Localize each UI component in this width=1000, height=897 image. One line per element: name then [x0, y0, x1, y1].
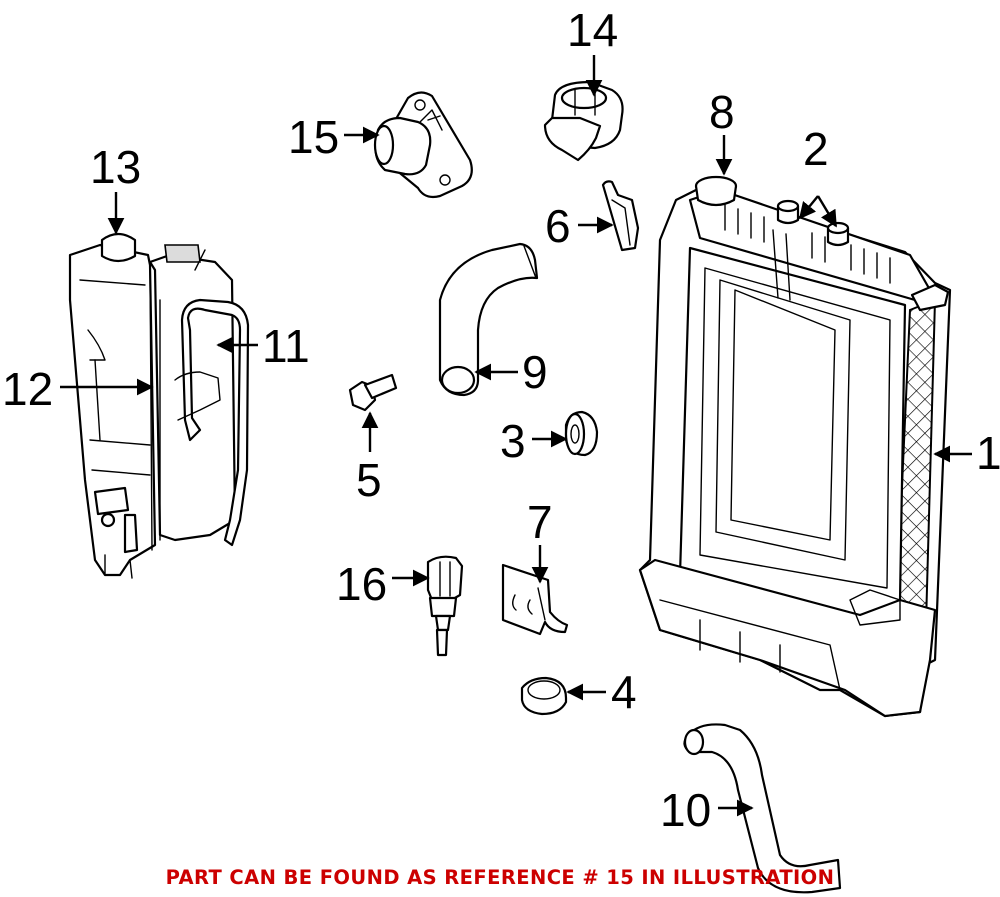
leader-2b — [816, 195, 838, 228]
callout-labels: 1 2 3 4 5 6 7 8 9 10 11 12 13 14 15 16 — [2, 4, 1000, 836]
callout-6: 6 — [545, 200, 571, 252]
callout-4: 4 — [611, 666, 637, 718]
callout-5: 5 — [356, 454, 382, 506]
callout-8: 8 — [709, 86, 735, 138]
expansion-tank-part — [68, 232, 157, 579]
callout-7: 7 — [527, 496, 553, 548]
thermostat-housing-part — [373, 91, 473, 199]
upper-hose-part — [438, 242, 539, 397]
callout-10: 10 — [660, 784, 711, 836]
callout-14: 14 — [567, 4, 618, 56]
callout-1: 1 — [976, 427, 1000, 479]
temperature-sensor-part — [426, 555, 464, 657]
reference-note: PART CAN BE FOUND AS REFERENCE # 15 IN I… — [165, 866, 835, 889]
callout-15: 15 — [288, 111, 339, 163]
callout-2: 2 — [803, 123, 829, 175]
mounting-bracket-part — [501, 563, 569, 636]
callout-3: 3 — [500, 415, 526, 467]
bolt-part — [348, 373, 398, 412]
callout-12: 12 — [2, 363, 53, 415]
clip-part — [601, 180, 640, 252]
callout-16: 16 — [336, 558, 387, 610]
callout-13: 13 — [90, 141, 141, 193]
leader-arrows — [60, 55, 972, 817]
callout-11: 11 — [262, 320, 310, 372]
callout-9: 9 — [522, 346, 548, 398]
grommet-upper-part — [564, 410, 599, 457]
grommet-lower-part — [520, 676, 568, 716]
thermostat-part — [543, 80, 624, 162]
lower-hose-part — [683, 723, 842, 894]
radiator-part — [638, 175, 952, 718]
tank-bracket-part — [148, 244, 250, 551]
leader-2a — [798, 195, 819, 220]
